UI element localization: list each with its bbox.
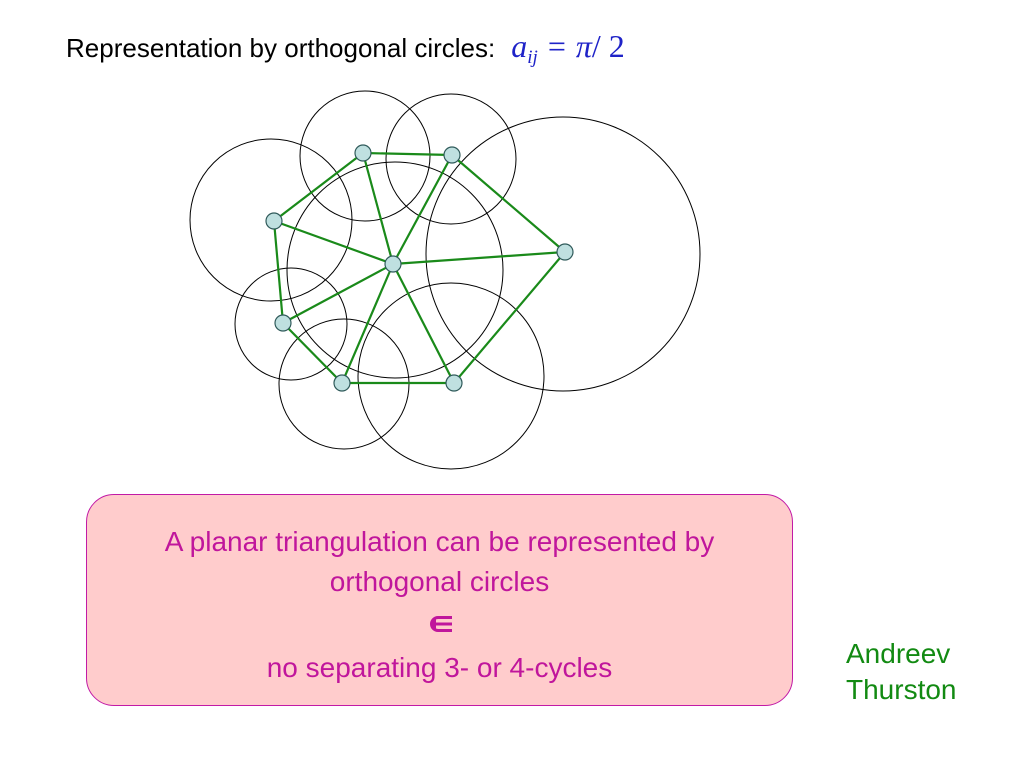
edges-layer (272, 151, 567, 385)
author-andreev: Andreev (846, 638, 951, 669)
theorem-box: A planar triangulation can be represente… (86, 494, 793, 706)
authors: Andreev Thurston (846, 636, 957, 708)
edge (272, 219, 285, 325)
theorem-line-2: orthogonal circles (329, 566, 550, 597)
edge (272, 219, 395, 266)
theorem-line-1: A planar triangulation can be represente… (164, 526, 715, 557)
edge (391, 250, 567, 266)
nodes-layer (265, 144, 574, 392)
graph-node (274, 314, 292, 332)
circle-center (286, 161, 504, 379)
edge (340, 262, 395, 385)
formula-pi: π (575, 28, 592, 64)
graph-node (445, 374, 463, 392)
formula-subscript: ij (527, 47, 538, 68)
circle-top-left (299, 90, 431, 222)
circles-layer (189, 90, 701, 470)
circle-top-right (385, 93, 517, 225)
iff-arrow-icon (430, 616, 452, 632)
circle-left (189, 138, 353, 302)
edge (272, 151, 365, 223)
formula-equals: = (547, 28, 566, 64)
author-thurston: Thurston (846, 674, 957, 705)
edge (281, 321, 344, 385)
edge (361, 151, 395, 266)
title-row: Representation by orthogonal circles: ai… (66, 28, 625, 78)
circle-bottom-right (357, 282, 545, 470)
edge (452, 250, 567, 385)
graph-node (333, 374, 351, 392)
circle-lower-left (234, 267, 348, 381)
edge (391, 262, 456, 385)
angle-formula: aij =π/ 2 (511, 28, 625, 69)
theorem-line-3: no separating 3- or 4-cycles (266, 652, 613, 683)
graph-node-center (384, 255, 402, 273)
edge (391, 153, 454, 266)
graph-node (443, 146, 461, 164)
circle-right-large (425, 116, 701, 392)
formula-variable: a (511, 28, 528, 64)
graph-node (354, 144, 372, 162)
formula-divisor: / 2 (591, 28, 625, 64)
edge (450, 153, 567, 254)
edge (281, 262, 395, 325)
edge (361, 151, 454, 157)
graph-node (556, 243, 574, 261)
slide-title: Representation by orthogonal circles: (66, 33, 496, 63)
graph-node (265, 212, 283, 230)
